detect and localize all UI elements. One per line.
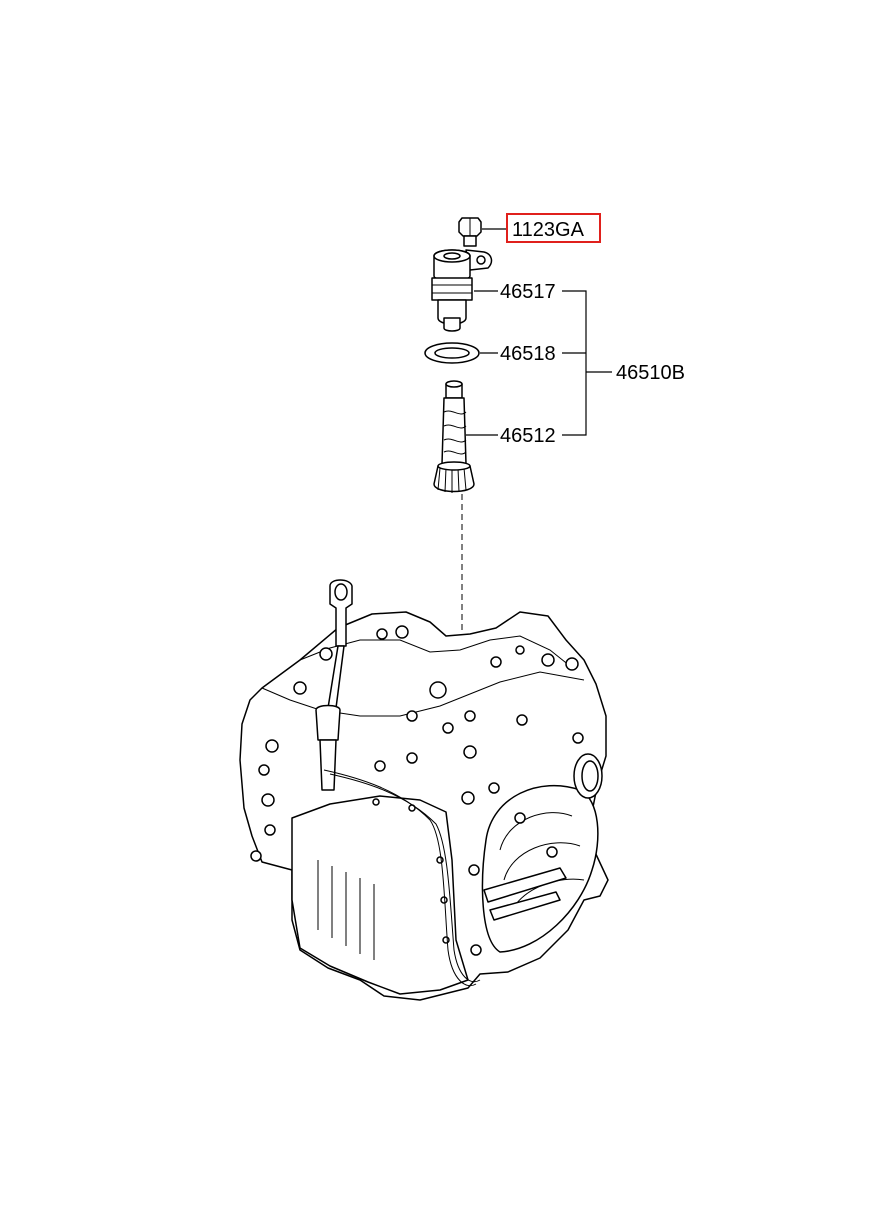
part-label-1123ga[interactable]: 1123GA xyxy=(512,219,585,241)
o-ring-icon[interactable] xyxy=(424,342,480,364)
part-label-46512[interactable]: 46512 xyxy=(500,425,556,447)
highlight-box xyxy=(506,213,601,243)
bolt-icon[interactable] xyxy=(458,217,482,247)
part-label-46517[interactable]: 46517 xyxy=(500,281,556,303)
leader-lines xyxy=(466,228,612,436)
driven-gear-icon[interactable] xyxy=(433,380,475,493)
transaxle-housing-icon xyxy=(239,579,609,1001)
part-label-46510b[interactable]: 46510B xyxy=(616,362,685,384)
speed-sensor-icon[interactable] xyxy=(431,249,493,332)
part-label-46518[interactable]: 46518 xyxy=(500,343,556,365)
